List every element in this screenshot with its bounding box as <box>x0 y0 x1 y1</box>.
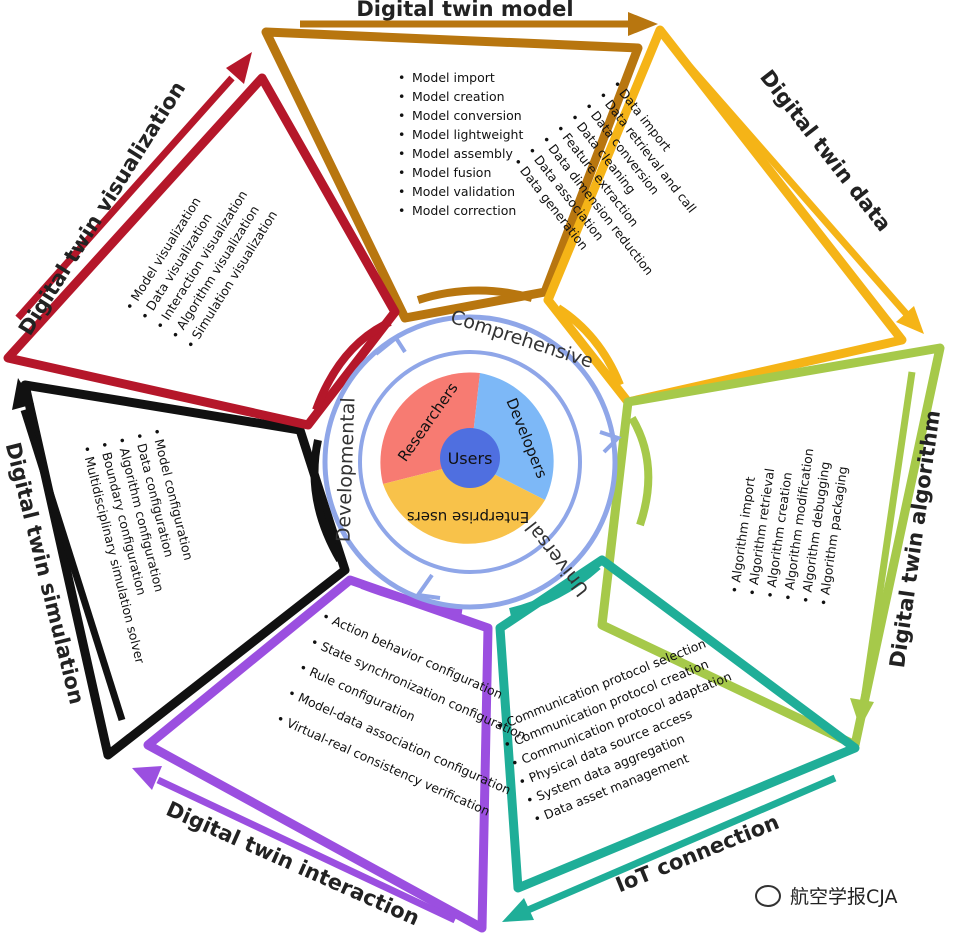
sector-iot-border <box>495 555 860 893</box>
sector-model-item: Model fusion <box>412 165 491 180</box>
sector-iot-arrow <box>526 774 837 914</box>
sector-model-item: • <box>398 184 405 199</box>
sector-algorithm-border <box>597 343 945 750</box>
sector-data-arrow <box>681 57 913 321</box>
sector-visualization-title: Digital twin visualization <box>14 77 190 339</box>
sector-model-item: • <box>398 203 405 218</box>
sector-model-item: Model validation <box>412 184 515 199</box>
ring-arrow-universal <box>599 430 622 454</box>
sector-interaction-border <box>143 575 493 933</box>
sector-model-item: Model import <box>412 70 495 85</box>
users-label-enterprise: Enterprise users <box>407 508 530 526</box>
ring-arrow-comprehensive <box>374 335 407 356</box>
sector-algorithm-arrowhead <box>850 698 874 728</box>
sector-visualization-arrow <box>15 75 235 321</box>
users-center-label: Users <box>448 449 493 468</box>
sector-algorithm-items: • Algorithm import • Algorithm retrieval… <box>727 447 851 607</box>
footer-label: 航空学报CJA <box>790 886 898 908</box>
sector-interaction-arrowhead <box>132 766 162 790</box>
sector-model-item: • <box>398 127 405 142</box>
sector-data-items: • Data import • Data retrieval and call … <box>510 77 700 278</box>
users-center <box>440 428 500 488</box>
sector-model-item: • <box>398 70 405 85</box>
sector-data-arrowhead <box>896 306 924 334</box>
sector-algorithm-title: Digital twin algorithm <box>885 409 945 670</box>
sector-visualization-inner-arc <box>312 318 392 412</box>
sector-visualization: Digital twin visualization • Model visua… <box>3 52 400 430</box>
sector-algorithm-arrow <box>860 371 916 701</box>
sector-model-item: • <box>398 108 405 123</box>
sector-data-inner-arc <box>555 304 624 387</box>
sector-model-item: • <box>398 146 405 161</box>
sector-model-title: Digital twin model <box>356 0 573 21</box>
sector-iot-title: IoT connection <box>612 810 782 897</box>
sector-model-item: • <box>398 89 405 104</box>
sector-interaction: Digital twin interaction • Action behavi… <box>132 575 528 933</box>
footer-watermark: 航空学报CJA <box>755 885 898 908</box>
users-circle: Users Researchers Developers Enterprise … <box>380 372 554 544</box>
sector-iot: IoT connection • Communication protocol … <box>494 555 860 922</box>
sector-simulation-arrowhead <box>12 378 34 410</box>
sector-visualization-border <box>3 73 400 430</box>
sector-iot-arrowhead <box>502 898 534 922</box>
sector-model-arrowhead <box>628 12 658 36</box>
ring-arrow-developmental <box>414 573 441 600</box>
sector-model: Digital twin model • Model import • Mode… <box>261 0 658 323</box>
ring-label-developmental: Developmental <box>332 397 359 543</box>
sector-model-item: Model assembly <box>412 146 513 161</box>
sector-model-item: • <box>398 165 405 180</box>
sector-model-border <box>261 27 643 323</box>
sector-visualization-items: • Model visualization • Data visualizati… <box>122 188 281 352</box>
sector-interaction-inner-arc <box>360 581 463 616</box>
sector-interaction-title: Digital twin interaction <box>163 797 424 931</box>
sector-algorithm-inner-arc <box>628 415 653 527</box>
sector-simulation-items: • Model configuration • Data configurati… <box>79 426 196 665</box>
sector-model-item: Model lightweight <box>412 127 523 142</box>
sector-interaction-arrow <box>156 776 457 924</box>
sector-simulation-arrow <box>20 408 126 722</box>
sector-data-title: Digital twin data <box>755 65 896 236</box>
sector-iot-items: • Communication protocol selection • Com… <box>494 636 734 827</box>
sector-simulation-inner-arc <box>310 439 344 563</box>
sector-model-item: Model correction <box>412 203 516 218</box>
sector-iot-inner-arc <box>509 563 601 616</box>
sector-model-item: Model conversion <box>412 108 522 123</box>
wechat-icon <box>755 885 781 907</box>
sector-visualization-arrowhead <box>226 52 252 84</box>
sector-model-items: • Model import • Model creation • Model … <box>398 70 523 218</box>
sector-model-item: Model creation <box>412 89 505 104</box>
sector-model-inner-arc <box>416 286 534 304</box>
users-segment-enterprise <box>383 462 545 544</box>
